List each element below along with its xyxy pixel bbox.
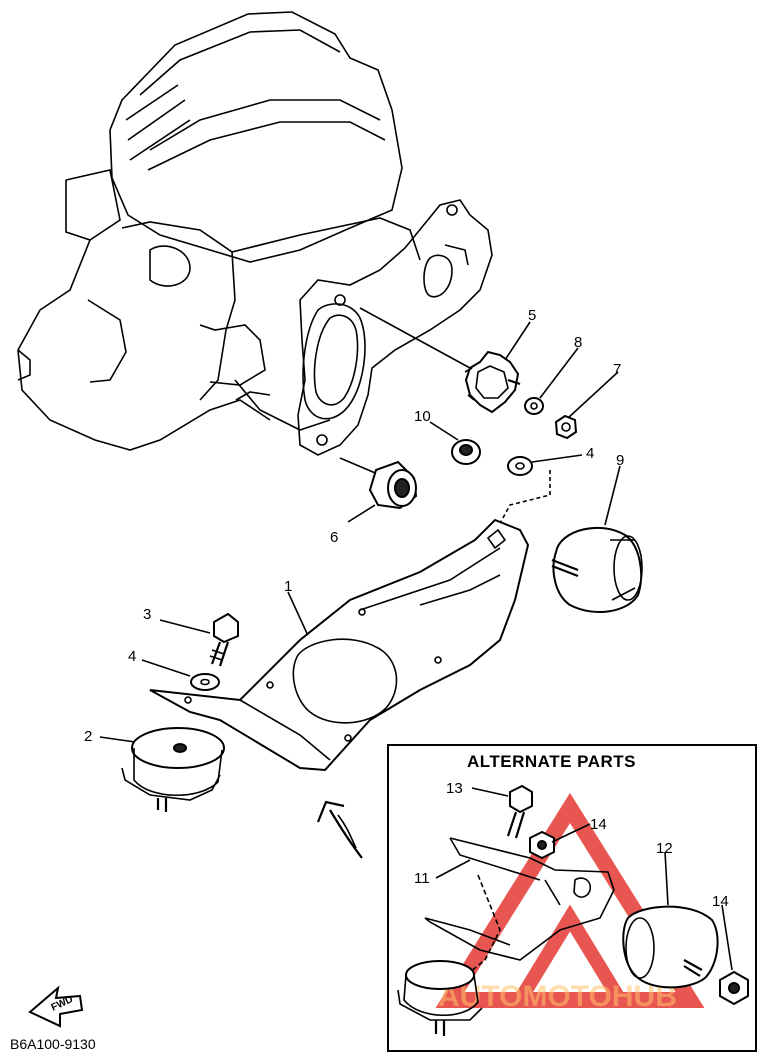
fwd-indicator: FWD <box>28 985 84 1028</box>
callout-4-lower: 4 <box>128 648 136 665</box>
part-11-bracket <box>424 837 615 981</box>
part-4-washer-lower <box>190 673 220 691</box>
part-1-bracket <box>149 518 530 772</box>
callout-13: 13 <box>446 780 463 797</box>
diagram-code: B6A100-9130 <box>10 1036 96 1052</box>
part-14-nut-lower <box>719 970 749 1006</box>
callout-14-upper: 14 <box>590 816 607 833</box>
callout-11: 11 <box>414 870 430 887</box>
callout-5: 5 <box>528 307 536 324</box>
watermark-logo: AUTOMOTOHUB <box>435 792 705 1013</box>
callout-12: 12 <box>656 840 673 857</box>
callout-14-lower: 14 <box>712 893 729 910</box>
part-5-drive-gear <box>464 350 521 414</box>
callout-9: 9 <box>616 452 624 469</box>
callout-7: 7 <box>613 361 621 378</box>
direction-arrow <box>316 800 363 859</box>
engine-block <box>17 11 493 456</box>
callout-8: 8 <box>574 334 582 351</box>
part-2-rubber-mount <box>121 727 225 812</box>
part-14-nut-upper <box>529 830 555 860</box>
part-6-bushing <box>368 460 418 510</box>
alt-rubber-mount <box>397 960 483 1036</box>
part-7-nut <box>554 414 578 440</box>
inset-leader-lines <box>435 787 733 971</box>
callout-3: 3 <box>143 606 151 623</box>
callout-10: 10 <box>414 408 431 425</box>
callout-6: 6 <box>330 529 338 546</box>
part-13-bolt <box>506 784 533 839</box>
alternate-parts-title: ALTERNATE PARTS <box>467 752 636 771</box>
part-3-bolt <box>209 612 239 667</box>
callout-4-upper: 4 <box>586 445 594 462</box>
callout-1: 1 <box>284 578 292 595</box>
alternate-parts-box: ALTERNATE PARTS AUTOMOTOHUB <box>387 744 757 1052</box>
part-12-damper <box>622 905 719 989</box>
main-callouts: 5 8 7 10 4 9 6 1 3 4 2 <box>84 307 624 745</box>
part-8-washer <box>524 397 544 415</box>
callout-2: 2 <box>84 728 92 745</box>
watermark-text: AUTOMOTOHUB <box>438 980 677 1013</box>
part-4-washer-upper <box>507 456 533 476</box>
part-10-flange-nut <box>451 439 481 465</box>
part-9-damper <box>551 526 643 613</box>
